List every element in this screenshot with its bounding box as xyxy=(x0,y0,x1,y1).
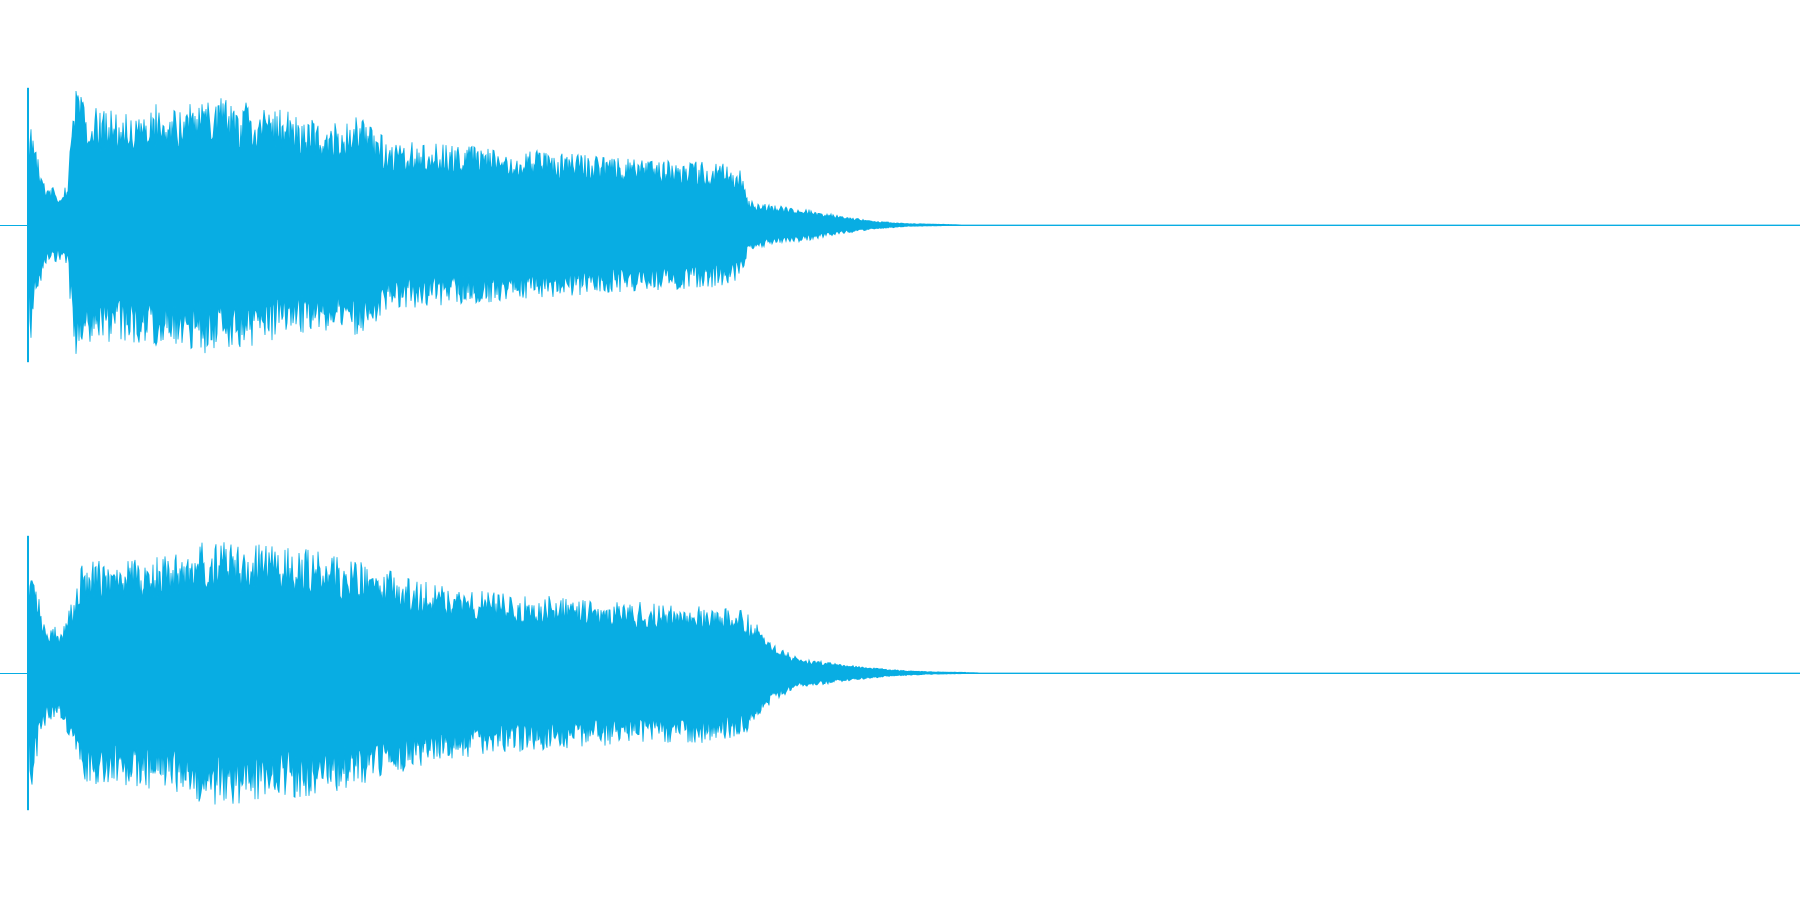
channel-1-envelope xyxy=(27,90,1800,354)
